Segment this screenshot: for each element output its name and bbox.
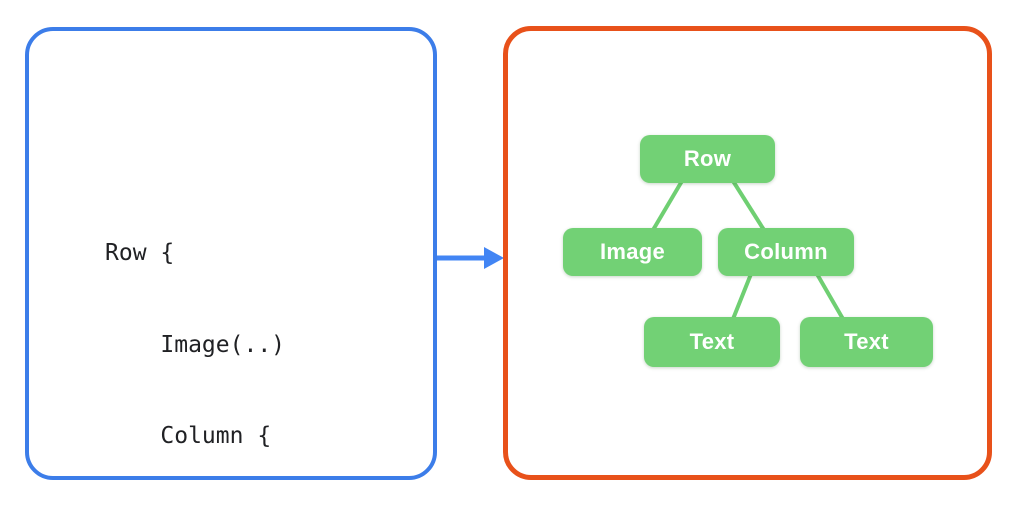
code-line-row-open: Row { [105, 240, 175, 266]
tree-node-column: Column [718, 228, 854, 276]
tree-node-text-1: Text [644, 317, 780, 367]
tree-node-image: Image [563, 228, 702, 276]
tree-edges [651, 179, 845, 321]
code-panel: Row { Image(..) Column { Text(..) Text(.… [25, 27, 437, 480]
code-line-image: Image(..) [105, 331, 286, 358]
edge-row-image [651, 179, 684, 232]
tree-node-text-2: Text [800, 317, 933, 367]
arrow-right-icon [437, 247, 504, 269]
code-line-column-open: Column { [105, 423, 272, 449]
edge-column-text-1 [731, 273, 753, 320]
edge-row-column [731, 179, 766, 232]
edge-column-text-2 [815, 272, 845, 321]
code-block: Row { Image(..) Column { Text(..) Text(.… [105, 177, 327, 506]
tree-panel: Row Image Column Text Text [503, 26, 992, 480]
tree-node-row: Row [640, 135, 775, 183]
